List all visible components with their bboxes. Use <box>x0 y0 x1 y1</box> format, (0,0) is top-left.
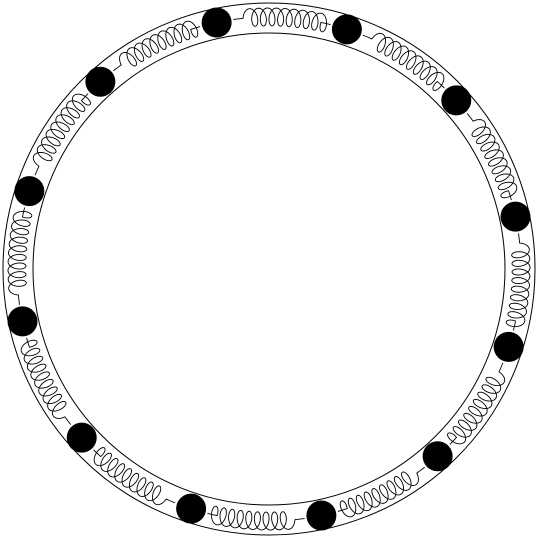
mass-3 <box>500 201 531 232</box>
spring-10 <box>32 93 91 176</box>
mass-12 <box>201 7 232 38</box>
mass-10 <box>14 176 45 207</box>
spring-12 <box>233 7 331 33</box>
spring-7 <box>93 447 176 506</box>
spring-2 <box>466 113 518 201</box>
masses-group <box>7 7 531 531</box>
spring-3 <box>505 233 531 331</box>
mass-6 <box>306 500 337 531</box>
inner-ring <box>32 32 506 506</box>
mass-2 <box>441 85 472 116</box>
mass-8 <box>66 422 97 453</box>
mass-5 <box>422 441 453 472</box>
spring-11 <box>113 20 201 72</box>
mass-7 <box>176 493 207 524</box>
spring-1 <box>362 32 445 91</box>
spring-6 <box>207 505 305 531</box>
spring-4 <box>447 362 506 445</box>
springs-group <box>7 7 531 531</box>
spring-9 <box>7 207 33 305</box>
mass-11 <box>85 66 116 97</box>
mass-9 <box>7 306 38 337</box>
mass-1 <box>331 14 362 45</box>
spring-5 <box>337 466 425 518</box>
spring-8 <box>20 337 72 425</box>
mass-4 <box>493 331 524 362</box>
